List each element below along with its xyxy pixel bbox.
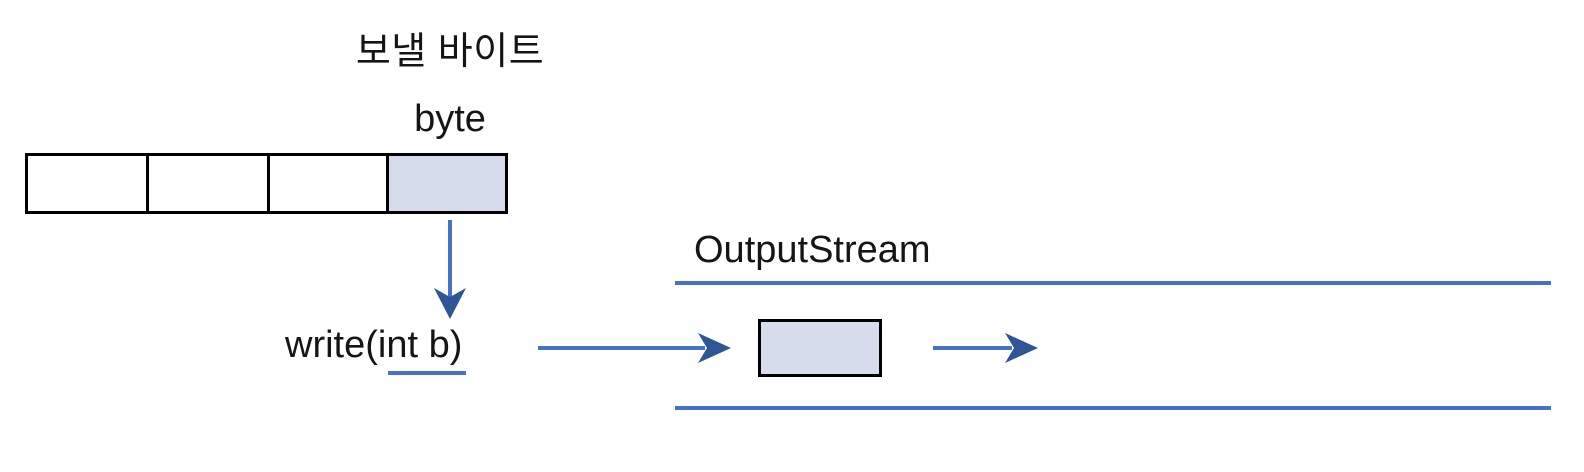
stream-rail-top: [675, 281, 1551, 285]
arrow-right-icon: [933, 333, 1038, 363]
stream-rail-bottom: [675, 406, 1551, 410]
stream-packet-box: [758, 319, 882, 377]
arrow-down-icon: [434, 220, 466, 319]
arrow-right-icon: [538, 333, 731, 363]
byte-label: byte: [414, 98, 486, 140]
byte-array-cell-3: [388, 156, 505, 211]
byte-array-cell-0: [28, 156, 150, 211]
byte-array-cell-1: [149, 156, 270, 211]
byte-array-cell-2: [269, 156, 389, 211]
outputstream-label: OutputStream: [694, 229, 931, 271]
korean-caption: 보낼 바이트: [355, 31, 545, 73]
byte-array: [25, 153, 508, 214]
write-method-label: write(int b): [285, 324, 463, 366]
parameter-underline: [388, 371, 466, 375]
